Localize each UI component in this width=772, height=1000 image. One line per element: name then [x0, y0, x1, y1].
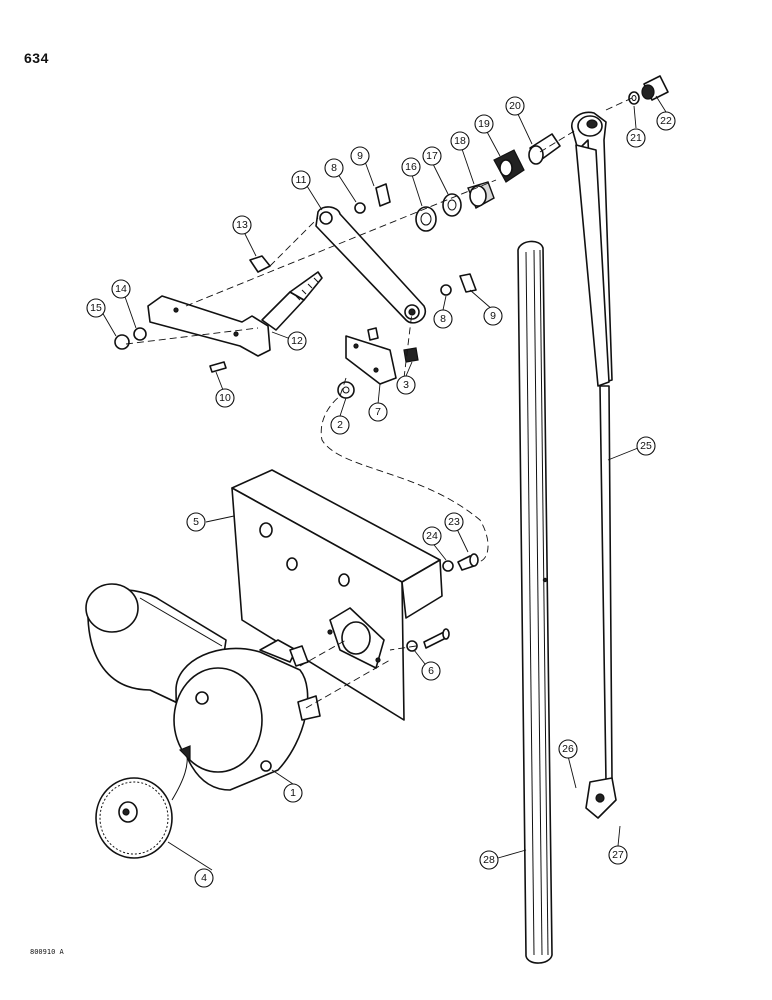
callout-19: 19: [474, 114, 494, 134]
svg-text:4: 4: [201, 872, 207, 884]
callout-10: 10: [215, 388, 235, 408]
callout-8-upper: 8: [324, 158, 344, 178]
mounting-bracket: [231, 469, 443, 721]
callout-28: 28: [479, 850, 499, 870]
callout-11: 11: [291, 170, 311, 190]
svg-text:2: 2: [337, 419, 343, 431]
wiper-arm: [571, 111, 617, 819]
svg-text:28: 28: [483, 854, 495, 866]
svg-text:20: 20: [509, 100, 521, 112]
callout-7: 7: [368, 402, 388, 422]
callout-25: 25: [636, 436, 656, 456]
callout-1: 1: [283, 783, 303, 803]
callout-21: 21: [626, 128, 646, 148]
callout-3: 3: [396, 375, 416, 395]
link-plate: [337, 327, 419, 399]
callout-9-lower: 9: [483, 306, 503, 326]
svg-text:1: 1: [290, 787, 296, 799]
svg-text:9: 9: [357, 150, 363, 162]
callout-26: 26: [558, 739, 578, 759]
callout-13: 13: [232, 215, 252, 235]
figure-code: 800910 A: [30, 948, 64, 956]
svg-text:6: 6: [428, 665, 434, 677]
svg-text:5: 5: [193, 516, 199, 528]
callout-27: 27: [608, 845, 628, 865]
svg-text:11: 11: [296, 174, 307, 186]
svg-text:13: 13: [236, 219, 248, 231]
callout-6: 6: [421, 661, 441, 681]
svg-text:25: 25: [640, 440, 652, 452]
svg-text:3: 3: [403, 379, 409, 391]
svg-text:17: 17: [426, 150, 438, 162]
svg-text:14: 14: [115, 283, 127, 295]
svg-text:9: 9: [490, 310, 496, 322]
bracket-fasteners: [406, 553, 479, 652]
drive-gear: [95, 745, 191, 859]
callout-15: 15: [86, 298, 106, 318]
svg-text:27: 27: [612, 849, 624, 861]
callout-5: 5: [186, 512, 206, 532]
callout-4: 4: [194, 868, 214, 888]
callout-16: 16: [401, 157, 421, 177]
svg-text:8: 8: [440, 313, 446, 325]
pivot-bracket: [114, 255, 323, 373]
svg-text:24: 24: [426, 530, 438, 542]
callout-17: 17: [422, 146, 442, 166]
svg-text:26: 26: [562, 743, 574, 755]
svg-text:12: 12: [291, 335, 303, 347]
page-number: 634: [24, 50, 49, 66]
callout-20: 20: [505, 96, 525, 116]
wiper-motor: [85, 583, 321, 791]
callout-12: 12: [287, 331, 307, 351]
svg-text:16: 16: [405, 161, 417, 173]
svg-text:10: 10: [219, 392, 231, 404]
callout-24: 24: [422, 526, 442, 546]
shaft-hardware: [415, 75, 669, 232]
callout-22: 22: [656, 111, 676, 131]
svg-text:18: 18: [454, 135, 466, 147]
callout-9-upper: 9: [350, 146, 370, 166]
svg-text:15: 15: [90, 302, 102, 314]
callout-2: 2: [330, 415, 350, 435]
callout-8-lower: 8: [433, 309, 453, 329]
alignment-lines: [125, 97, 633, 709]
svg-text:19: 19: [478, 118, 490, 130]
svg-text:22: 22: [660, 115, 672, 127]
callout-14: 14: [111, 279, 131, 299]
wiper-blade: [517, 240, 553, 964]
svg-text:23: 23: [448, 516, 460, 528]
callout-23: 23: [444, 512, 464, 532]
svg-text:7: 7: [375, 406, 381, 418]
callout-18: 18: [450, 131, 470, 151]
svg-text:8: 8: [331, 162, 337, 174]
svg-text:21: 21: [630, 132, 642, 144]
